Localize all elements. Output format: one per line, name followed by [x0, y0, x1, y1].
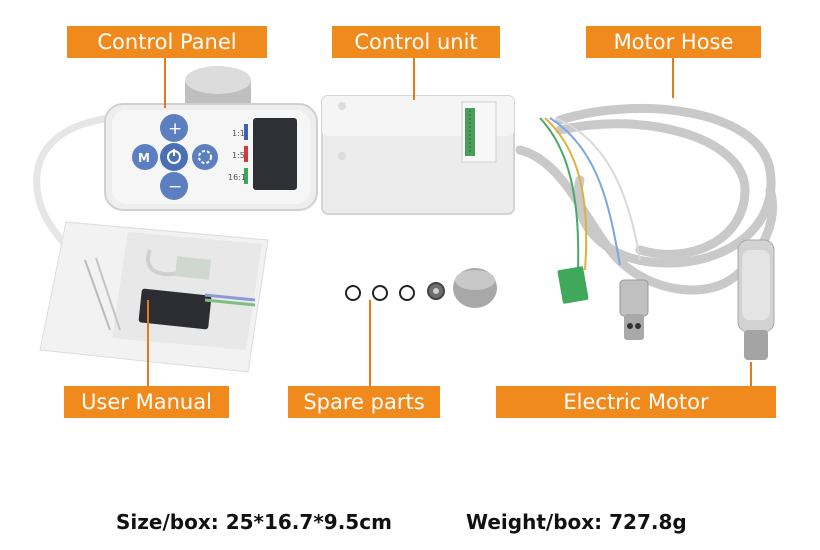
spare-parts-label: Spare parts [288, 386, 440, 418]
mode-icon: M [138, 151, 150, 165]
panel-key-1: 1:1 [232, 129, 245, 138]
control-panel-device: 1:1 1:5 16:1 + − M [104, 66, 318, 211]
motor-hose-leader [672, 58, 674, 98]
control-unit-label: Control unit [332, 26, 500, 58]
panel-button-pad: + − M [132, 114, 218, 200]
user-manual-label: User Manual [64, 386, 229, 418]
plus-icon: + [168, 119, 182, 139]
control-panel-leader [164, 58, 166, 108]
control-unit-leader [413, 58, 415, 100]
spare-parts-leader [369, 300, 371, 386]
user-manual-leader [147, 300, 149, 386]
cap-icon [455, 270, 495, 290]
electric-motor-label: Electric Motor [496, 386, 776, 418]
o-ring-icon [372, 285, 388, 301]
panel-key-2: 1:5 [232, 151, 245, 160]
size-spec: Size/box: 25*16.7*9.5cm [116, 510, 392, 534]
electric-motor-handpiece [737, 239, 775, 360]
motor-hose-label: Motor Hose [586, 26, 761, 58]
motor-hose-coil [515, 103, 778, 295]
o-ring-icon [399, 285, 415, 301]
quick-coupling [619, 279, 649, 340]
control-unit-box [321, 95, 515, 215]
user-manual-booklet [39, 221, 269, 373]
terminal-connector [557, 266, 589, 304]
o-ring-icon [345, 285, 361, 301]
spare-parts-set [345, 268, 497, 308]
electric-motor-leader [750, 362, 752, 386]
control-panel-label: Control Panel [67, 26, 267, 58]
minus-icon: − [168, 177, 182, 197]
gear-icon [198, 150, 212, 164]
motor-hose-wires [539, 117, 641, 271]
weight-spec: Weight/box: 727.8g [466, 510, 687, 534]
panel-key-3: 16:1 [228, 173, 246, 182]
